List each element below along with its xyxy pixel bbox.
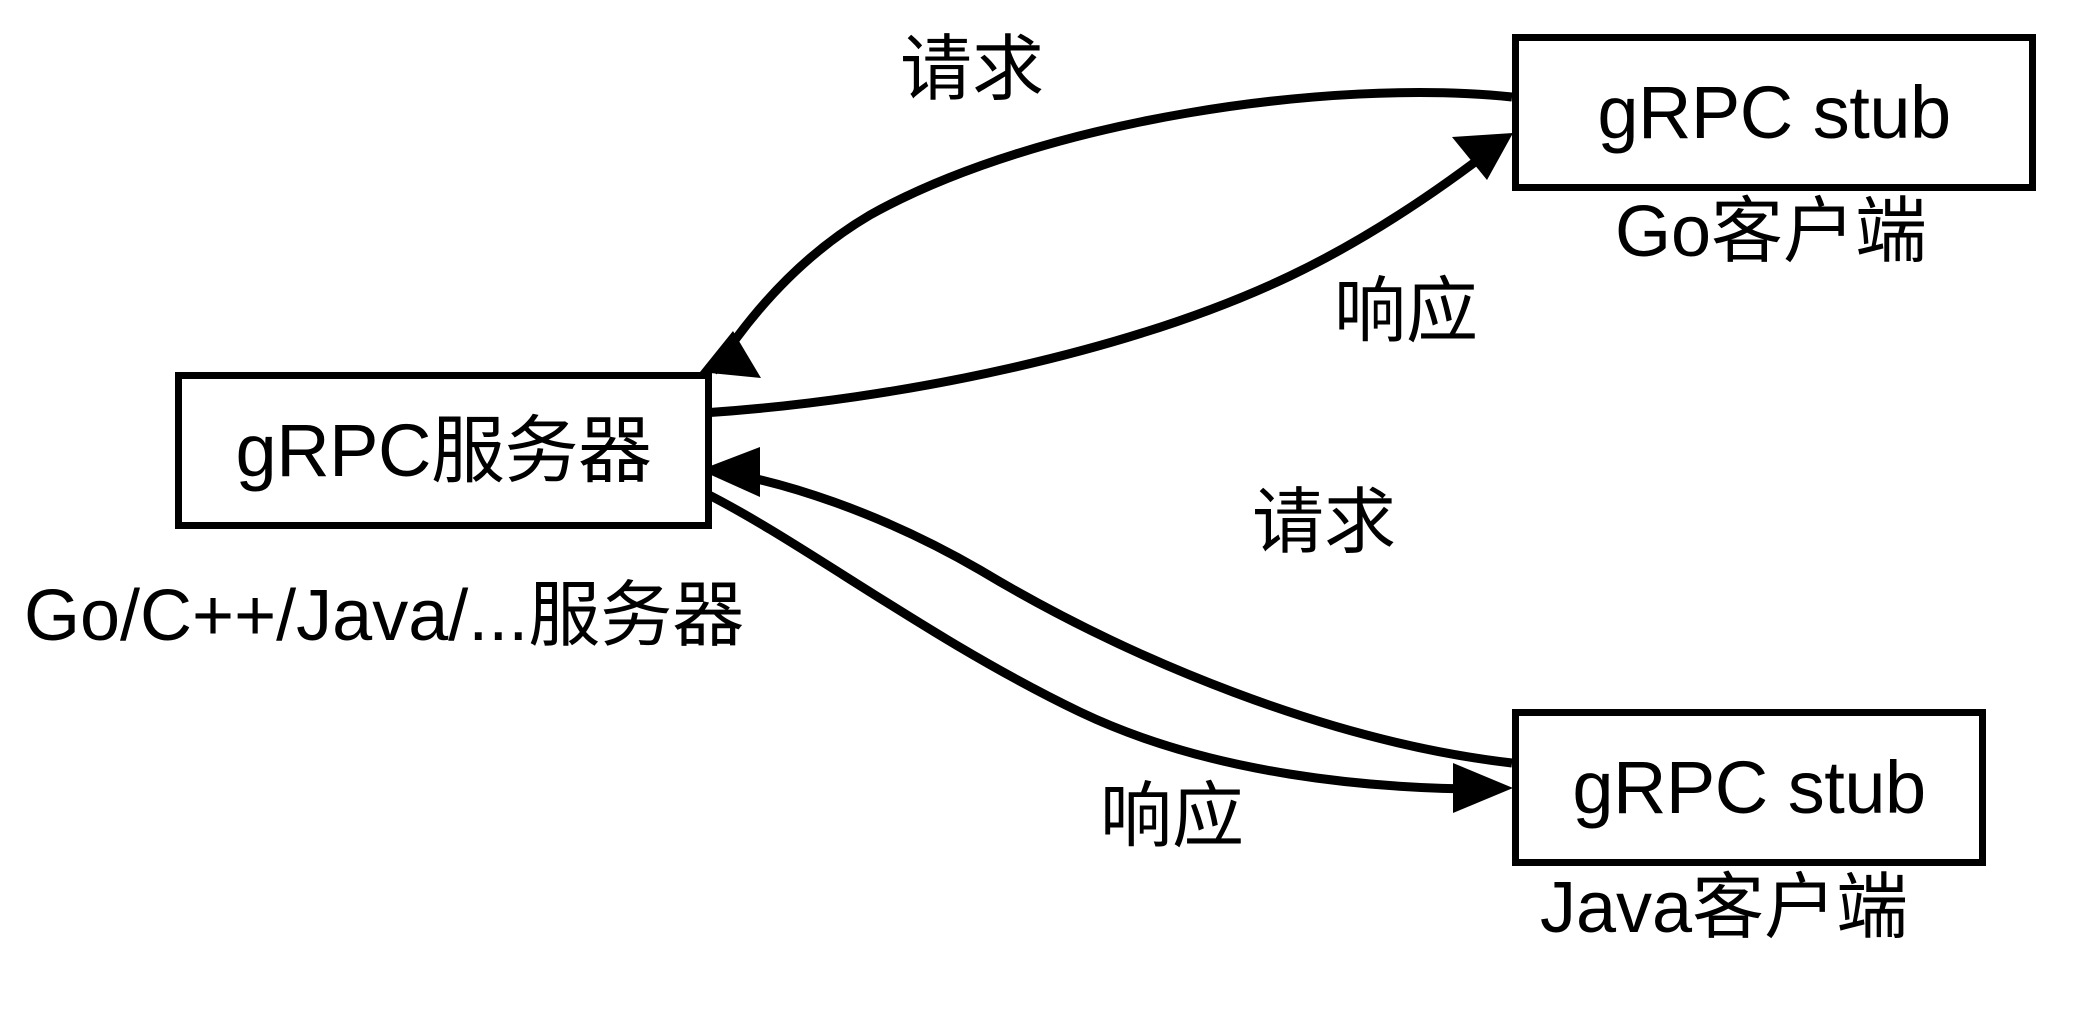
edge-label-request-bottom: 请求: [1248, 487, 1401, 559]
edge-label-response-top: 响应: [1330, 276, 1483, 348]
edge-request-bottom: [700, 447, 1513, 768]
edge-request-top: [700, 88, 1513, 378]
node-go-stub-label: gRPC stub: [1597, 70, 1951, 154]
node-grpc-server-label: gRPC服务器: [235, 408, 652, 492]
edge-response-top: [702, 133, 1513, 418]
edge-label-response-bottom: 响应: [1096, 781, 1249, 853]
node-go-stub-caption: Go客户端: [1615, 192, 1928, 272]
node-java-stub-label: gRPC stub: [1572, 745, 1926, 829]
edge-response-bottom: [701, 487, 1513, 813]
node-go-stub[interactable]: gRPC stub: [1512, 34, 2036, 191]
edge-label-request-top: 请求: [896, 34, 1049, 106]
node-java-stub[interactable]: gRPC stub: [1512, 709, 1986, 866]
node-grpc-server-caption: Go/C++/Java/...服务器: [24, 576, 745, 656]
node-grpc-server[interactable]: gRPC服务器: [175, 372, 712, 529]
node-java-stub-caption: Java客户端: [1540, 868, 1909, 948]
